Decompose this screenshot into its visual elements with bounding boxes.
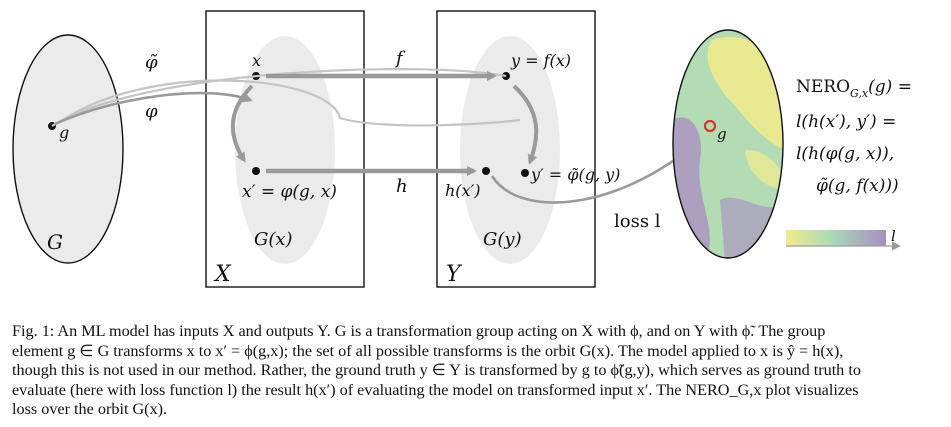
input-space-x-box <box>205 10 365 288</box>
group-g-ellipse <box>12 34 124 264</box>
caption-line-1: Fig. 1: An ML model has inputs X and out… <box>12 322 826 340</box>
nero-plot-border <box>672 29 784 259</box>
point-y-prime-label: y′ = φ̃(g, y) <box>530 165 620 184</box>
output-space-y-label: Y <box>446 262 463 287</box>
point-x-label: x <box>252 51 261 70</box>
caption-line-5: loss over the orbit G(x). <box>12 400 168 418</box>
loss-arrow <box>490 138 703 204</box>
phi-tilde-label: φ̃ <box>145 52 158 73</box>
orbit-gx-label: G(x) <box>254 229 293 250</box>
nero-formula-line-3: l(h(φ(g, x)), <box>796 144 894 164</box>
loss-label: loss l <box>614 211 661 232</box>
h-label: h <box>396 176 408 197</box>
nero-plot-low-loss-region-2 <box>745 150 783 190</box>
phi-arrow <box>54 91 253 126</box>
loss-colorbar <box>786 230 886 246</box>
caption-line-4: evaluate (here with loss function l) the… <box>12 380 859 399</box>
point-h-x-prime <box>482 167 490 175</box>
nero-plot-low-loss-region <box>707 36 783 150</box>
transformation-diagram: G g X G(x) x x′ = φ(g, x) Y G(y) y = f(x… <box>12 10 912 288</box>
phi-tilde-arrow-to-y-prime <box>59 79 521 127</box>
orbit-gy-label: G(y) <box>483 229 522 250</box>
caption-line-2: element g ∈ G transforms x to x′ = ϕ(g,x… <box>12 341 844 360</box>
nero-formula-eq: (g) = <box>868 77 912 97</box>
orbit-arrow-x <box>230 84 254 163</box>
point-h-x-prime-label: h(x′) <box>445 181 480 200</box>
nero-plot <box>673 30 783 258</box>
nero-formula-line-4: φ̃(g, f(x))) <box>816 176 899 196</box>
orbit-arrow-y <box>512 84 539 165</box>
point-g-label: g <box>59 123 69 142</box>
nero-formula-line-2: l(h(x′), y′) = <box>796 112 896 132</box>
output-space-y-box <box>436 10 596 288</box>
point-y-label: y = f(x) <box>510 51 571 70</box>
point-x-prime <box>252 167 260 175</box>
nero-name: NERO <box>796 77 850 97</box>
input-space-x-label: X <box>213 262 232 287</box>
figure-caption: Fig. 1: An ML model has inputs X and out… <box>12 322 942 420</box>
f-label: f <box>394 48 406 69</box>
orbit-gy-ellipse <box>460 36 560 264</box>
nero-subscript: G,x <box>850 87 869 100</box>
point-x-prime-label: x′ = φ(g, x) <box>242 182 337 202</box>
point-y-prime <box>521 169 529 177</box>
nero-formula-line-1: NEROG,x(g) = <box>796 77 912 100</box>
caption-line-3: though this is not used in our method. R… <box>12 361 861 379</box>
loss-colorbar-label: l <box>891 227 896 245</box>
nero-g-marker <box>703 119 717 133</box>
phi-label: φ <box>145 101 158 122</box>
nero-g-label: g <box>717 125 727 143</box>
group-g-label: G <box>47 230 63 254</box>
nero-plot-high-loss-region-2 <box>720 197 783 258</box>
